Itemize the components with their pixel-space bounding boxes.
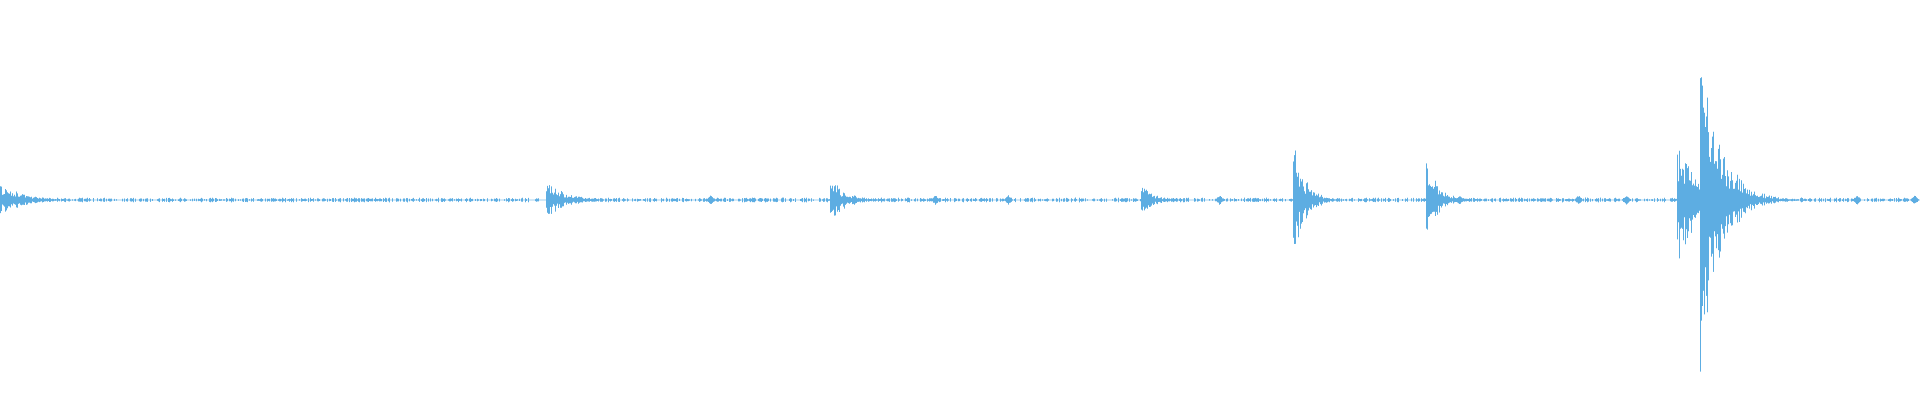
waveform-samples	[0, 77, 1919, 372]
